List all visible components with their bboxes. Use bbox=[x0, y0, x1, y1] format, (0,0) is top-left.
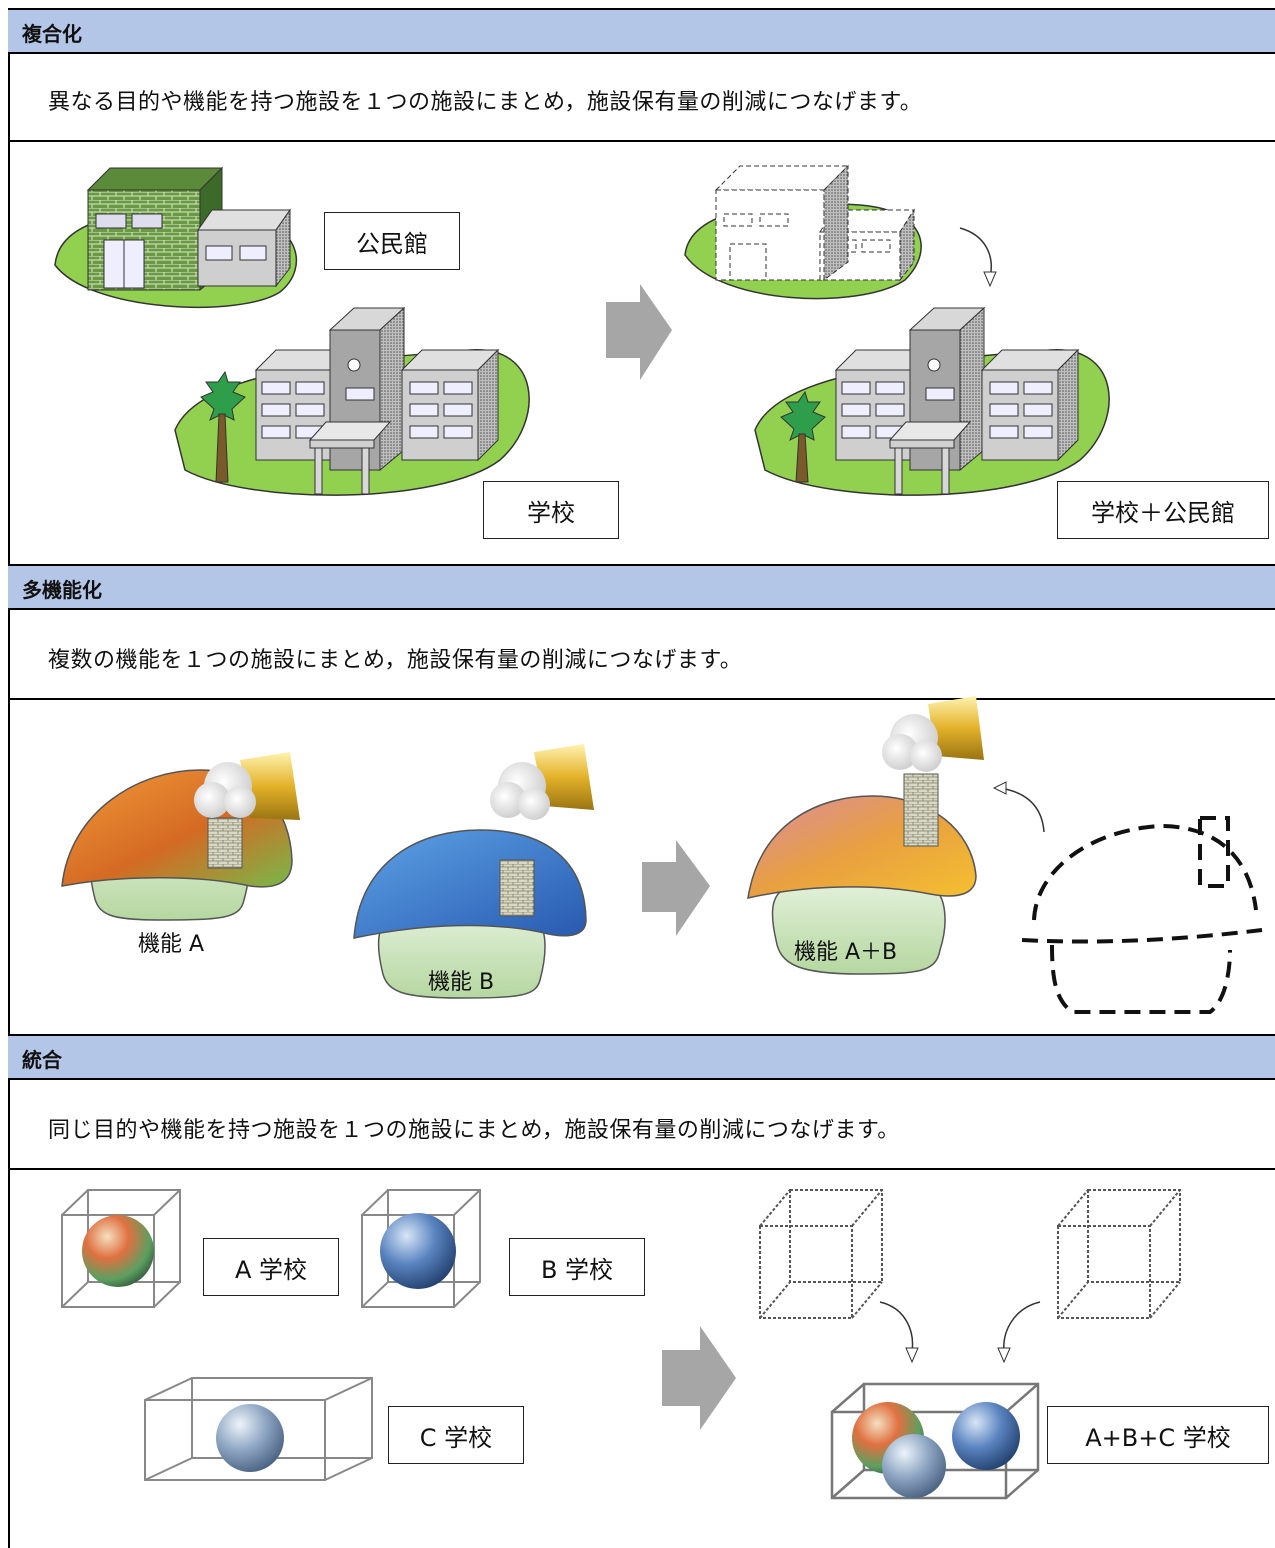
right-arrow-icon bbox=[606, 284, 672, 380]
community-hall-dashed-icon bbox=[684, 164, 922, 300]
school-combined-icon bbox=[754, 306, 1110, 496]
community-hall-icon bbox=[54, 166, 298, 308]
house-a-icon bbox=[61, 752, 300, 921]
label-community-hall: 公民館 bbox=[324, 212, 460, 270]
section-description: 同じ目的や機能を持つ施設を１つの施設にまとめ，施設保有量の削減につなげます。 bbox=[48, 1118, 900, 1143]
label-school-plus-community-hall: 学校＋公民館 bbox=[1057, 481, 1269, 539]
school-a-cube-icon bbox=[61, 1189, 181, 1308]
house-ab-icon bbox=[747, 696, 984, 975]
curved-arrow-icon bbox=[999, 787, 1045, 833]
school-icon bbox=[174, 306, 530, 496]
right-arrow-icon bbox=[662, 1326, 736, 1430]
section-description-row: 複数の機能を１つの施設にまとめ，施設保有量の削減につなげます。 bbox=[8, 610, 1275, 700]
label-function-ab: 機能 A＋B bbox=[794, 940, 898, 965]
section-header-takinouka: 多機能化 bbox=[8, 564, 1275, 610]
curved-arrow-icon bbox=[879, 1301, 914, 1353]
section-description: 複数の機能を１つの施設にまとめ，施設保有量の削減につなげます。 bbox=[48, 648, 743, 673]
label-school: 学校 bbox=[483, 481, 619, 539]
school-abc-cube-icon bbox=[830, 1382, 1040, 1500]
section-header-tougou: 統合 bbox=[8, 1034, 1275, 1080]
section-title: 複合化 bbox=[22, 22, 82, 46]
house-dashed-icon bbox=[1021, 816, 1263, 1014]
smoke-icon bbox=[194, 752, 300, 820]
smoke-icon bbox=[882, 696, 984, 772]
label-school-c: C 学校 bbox=[388, 1406, 524, 1464]
section-title: 多機能化 bbox=[22, 578, 102, 602]
section-description-row: 異なる目的や機能を持つ施設を１つの施設にまとめ，施設保有量の削減につなげます。 bbox=[8, 54, 1275, 142]
label-school-abc: A+B+C 学校 bbox=[1047, 1406, 1269, 1464]
label-school-a: A 学校 bbox=[203, 1238, 339, 1296]
section-title: 統合 bbox=[22, 1048, 62, 1072]
curved-arrow-icon bbox=[959, 227, 992, 279]
smoke-icon bbox=[490, 744, 594, 820]
section-description: 異なる目的や機能を持つ施設を１つの施設にまとめ，施設保有量の削減につなげます。 bbox=[48, 90, 923, 115]
label-school-b: B 学校 bbox=[509, 1238, 645, 1296]
school-c-cube-icon bbox=[144, 1377, 373, 1481]
school-b-cube-icon bbox=[361, 1189, 481, 1308]
label-function-b: 機能 B bbox=[428, 970, 495, 995]
right-arrow-icon bbox=[642, 840, 710, 936]
empty-cube-dashed-icon bbox=[759, 1189, 883, 1319]
label-function-a: 機能 A bbox=[138, 932, 205, 957]
section-header-fukugouka: 複合化 bbox=[8, 8, 1275, 54]
house-b-icon bbox=[353, 744, 594, 999]
empty-cube-dashed-icon bbox=[1057, 1189, 1181, 1319]
curved-arrow-icon bbox=[1003, 1301, 1041, 1353]
document-frame bbox=[8, 8, 1275, 1548]
section-description-row: 同じ目的や機能を持つ施設を１つの施設にまとめ，施設保有量の削減につなげます。 bbox=[8, 1080, 1275, 1170]
